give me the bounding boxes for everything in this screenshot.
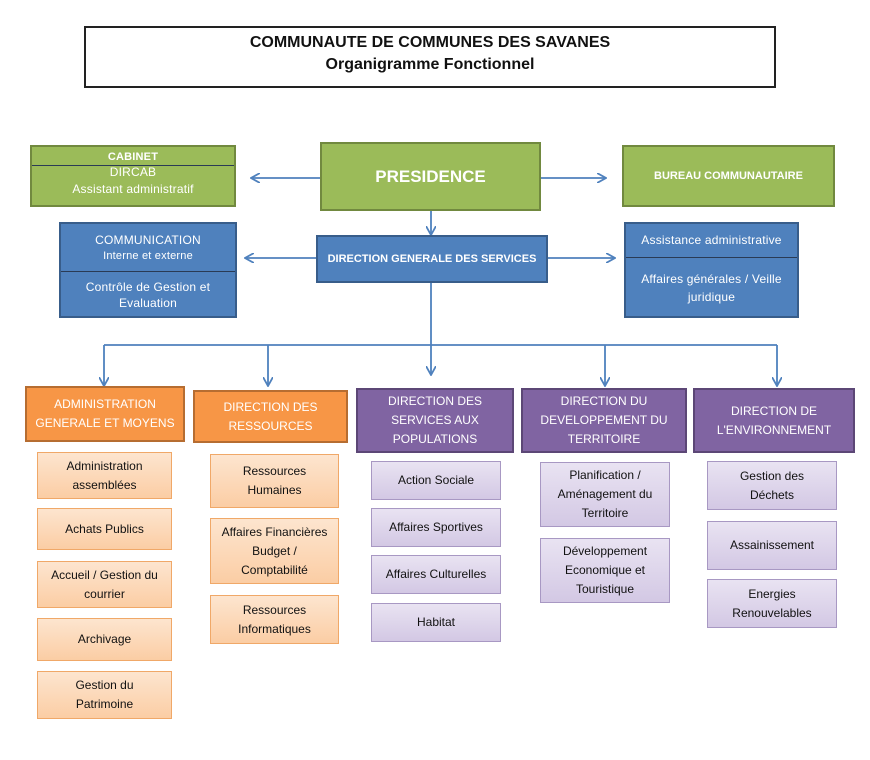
service-archivage: Archivage xyxy=(37,618,172,661)
cabinet-heading: CABINET xyxy=(107,151,159,163)
service-label: assemblées xyxy=(72,477,137,492)
direction-populations-box: DIRECTION DES SERVICES AUX POPULATIONS xyxy=(356,388,514,453)
direction-territoire-title-1: DIRECTION DU xyxy=(560,394,648,408)
service-achats-publics: Achats Publics xyxy=(37,508,172,550)
direction-territoire-title-3: TERRITOIRE xyxy=(567,432,641,446)
communication-label: COMMUNICATION xyxy=(95,232,201,247)
service-habitat: Habitat xyxy=(371,603,501,642)
service-assainissement: Assainissement xyxy=(707,521,837,570)
service-label: Administration xyxy=(66,458,143,473)
service-label: Affaires Financières xyxy=(221,524,328,539)
chart-title: COMMUNAUTE DE COMMUNES DES SAVANES xyxy=(249,34,611,51)
direction-ressources-box: DIRECTION DES RESSOURCES xyxy=(193,390,348,443)
direction-populations-title-1: DIRECTION DES xyxy=(387,394,482,408)
service-label: Comptabilité xyxy=(241,562,308,577)
bureau-communautaire-box: BUREAU COMMUNAUTAIRE xyxy=(622,145,835,207)
service-gestion-patrimoine: Gestion du Patrimoine xyxy=(37,671,172,719)
service-label: Touristique xyxy=(575,582,635,596)
direction-populations-title-3: POPULATIONS xyxy=(392,432,478,446)
service-label: Budget / xyxy=(252,543,297,558)
cabinet-dircab: DIRCAB xyxy=(109,165,157,179)
service-label: Economique et xyxy=(564,563,646,577)
service-action-sociale: Action Sociale xyxy=(371,461,501,500)
service-label: Humaines xyxy=(247,483,302,497)
direction-territoire-title-2: DEVELOPPEMENT DU xyxy=(540,413,668,427)
dgs-label: DIRECTION GENERALE DES SERVICES xyxy=(327,253,537,265)
communication-sub: Interne et externe xyxy=(103,249,193,262)
service-ressources-humaines: Ressources Humaines xyxy=(210,454,339,508)
service-label: Achats Publics xyxy=(65,521,144,536)
service-administration-assemblees: Administration assemblées xyxy=(37,452,172,499)
service-planification: Planification / Aménagement du Territoir… xyxy=(540,462,670,527)
service-affaires-financieres: Affaires Financières Budget / Comptabili… xyxy=(210,518,339,584)
controle-sub: Evaluation xyxy=(118,296,178,310)
presidence-box: PRESIDENCE xyxy=(320,142,541,211)
service-label: Habitat xyxy=(416,615,456,629)
chart-subtitle: Organigramme Fonctionnel xyxy=(325,56,535,73)
cabinet-assistant: Assistant administratif xyxy=(72,182,194,196)
service-label: Aménagement du xyxy=(557,487,653,501)
presidence-label: PRESIDENCE xyxy=(375,166,486,186)
assistance-label: Assistance administrative xyxy=(641,233,782,247)
direction-administration-box: ADMINISTRATION GENERALE ET MOYENS xyxy=(25,386,185,442)
service-label: Archivage xyxy=(77,632,132,646)
dgs-box: DIRECTION GENERALE DES SERVICES xyxy=(316,235,548,283)
affaires-sub: juridique xyxy=(687,290,736,304)
service-label: Planification / xyxy=(569,468,641,482)
direction-territoire-box: DIRECTION DU DEVELOPPEMENT DU TERRITOIRE xyxy=(521,388,687,453)
service-affaires-sportives: Affaires Sportives xyxy=(371,508,501,547)
service-label: Affaires Culturelles xyxy=(385,567,487,581)
service-label: Informatiques xyxy=(238,621,311,636)
service-label: courrier xyxy=(84,586,125,601)
direction-populations-title-2: SERVICES AUX xyxy=(391,413,479,427)
direction-environnement-title-1: DIRECTION DE xyxy=(730,403,817,418)
service-label: Action Sociale xyxy=(397,473,475,487)
service-label: Développement xyxy=(562,544,648,558)
service-accueil-courrier: Accueil / Gestion du courrier xyxy=(37,561,172,608)
direction-administration-title-2: GENERALE ET MOYENS xyxy=(35,416,175,430)
service-ressources-informatiques: Ressources Informatiques xyxy=(210,595,339,644)
chart-title-box: COMMUNAUTE DE COMMUNES DES SAVANES Organ… xyxy=(84,26,776,88)
service-label: Patrimoine xyxy=(75,697,134,711)
service-label: Déchets xyxy=(749,487,795,502)
service-label: Accueil / Gestion du xyxy=(51,567,158,582)
service-developpement-economique: Développement Economique et Touristique xyxy=(540,538,670,603)
communication-controle-box: COMMUNICATION Interne et externe Contrôl… xyxy=(59,222,237,318)
service-label: Energies xyxy=(748,586,796,601)
service-label: Ressources xyxy=(242,602,307,617)
affaires-label: Affaires générales / Veille xyxy=(641,272,782,286)
direction-administration-title-1: ADMINISTRATION xyxy=(54,397,156,411)
bureau-communautaire-label: BUREAU COMMUNAUTAIRE xyxy=(654,170,803,182)
service-label: Ressources xyxy=(242,464,307,478)
service-label: Assainissement xyxy=(729,538,815,552)
service-label: Territoire xyxy=(581,506,629,520)
assistance-affaires-box: Assistance administrative Affaires génér… xyxy=(624,222,799,318)
direction-ressources-title-2: RESSOURCES xyxy=(228,418,313,433)
service-label: Affaires Sportives xyxy=(389,520,483,534)
service-energies-renouvelables: Energies Renouvelables xyxy=(707,579,837,628)
controle-label: Contrôle de Gestion et xyxy=(85,280,211,294)
direction-ressources-title-1: DIRECTION DES xyxy=(223,399,318,414)
service-label: Renouvelables xyxy=(732,605,812,620)
direction-environnement-box: DIRECTION DE L'ENVIRONNEMENT xyxy=(693,388,855,453)
cabinet-box: CABINET DIRCAB Assistant administratif xyxy=(30,145,236,207)
direction-environnement-title-2: L'ENVIRONNEMENT xyxy=(716,422,832,437)
service-affaires-culturelles: Affaires Culturelles xyxy=(371,555,501,594)
service-label: Gestion des xyxy=(739,468,805,483)
service-gestion-dechets: Gestion des Déchets xyxy=(707,461,837,510)
service-label: Gestion du xyxy=(75,678,134,692)
